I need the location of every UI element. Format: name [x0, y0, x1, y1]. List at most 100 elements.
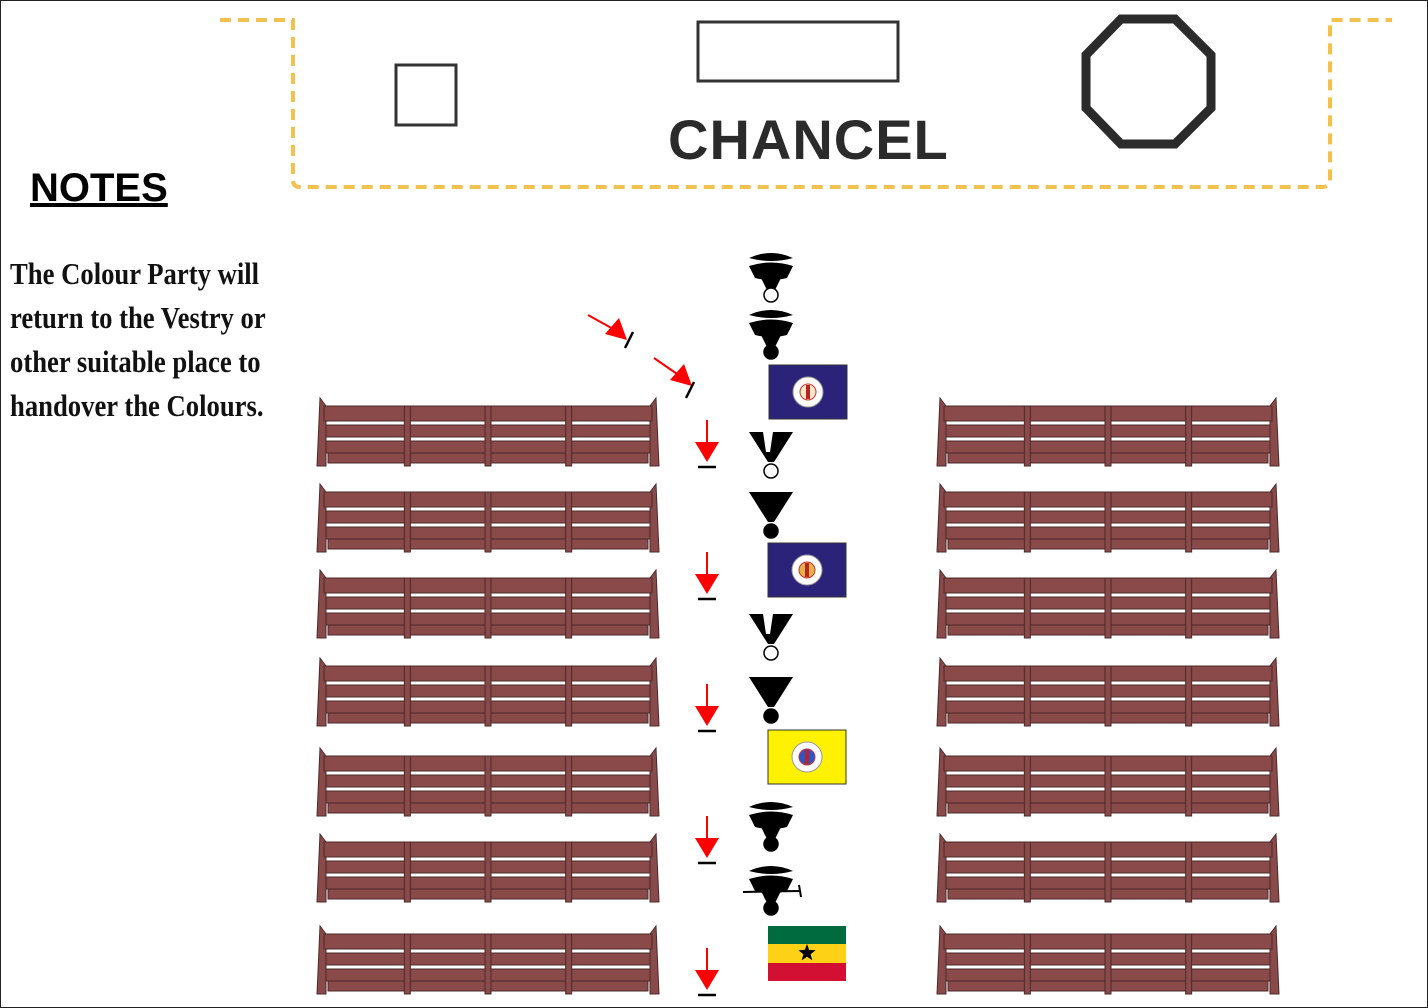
- pew-leg: [565, 841, 573, 903]
- pew-leg: [1104, 491, 1112, 553]
- pew: [316, 924, 660, 995]
- officer-icon: [749, 253, 793, 303]
- body: [749, 432, 793, 462]
- pew-leg: [1185, 405, 1193, 467]
- flag-icon: [767, 729, 847, 785]
- body: [749, 614, 793, 644]
- pew-leg: [403, 405, 411, 467]
- notes-line: The Colour Party will: [10, 256, 260, 291]
- colour-party: [742, 253, 802, 916]
- pew-leg: [1023, 841, 1031, 903]
- pew-leg: [565, 933, 573, 995]
- pew-leg: [565, 577, 573, 639]
- escort-icon: [749, 432, 793, 479]
- pew-leg: [484, 755, 492, 817]
- officer-bearer-icon: [742, 866, 802, 916]
- escort-bearer-icon: [749, 492, 793, 539]
- pew-leg: [403, 933, 411, 995]
- pew-leg: [1023, 665, 1031, 727]
- chancel-boundary: [220, 18, 1392, 189]
- pew-leg: [1104, 577, 1112, 639]
- head: [763, 645, 779, 661]
- officer-bearer-icon: [749, 310, 793, 360]
- arrow-head: [695, 970, 719, 990]
- chancel-label: CHANCEL: [668, 108, 949, 171]
- waist: [761, 335, 781, 347]
- pew-leg: [565, 755, 573, 817]
- small-table-icon: [394, 63, 458, 127]
- pew-leg: [1023, 577, 1031, 639]
- pew: [936, 482, 1280, 553]
- pew: [316, 396, 660, 467]
- body: [749, 319, 793, 337]
- pew-leg: [484, 933, 492, 995]
- crest-cross: [805, 563, 809, 577]
- down-arrow-icon: [695, 816, 719, 865]
- shoulder: [749, 253, 793, 261]
- pew-leg: [484, 841, 492, 903]
- pew-leg: [1104, 665, 1112, 727]
- sword: [742, 890, 800, 893]
- waist: [761, 278, 781, 290]
- font-octagon-icon: [1081, 14, 1216, 149]
- colours: [767, 364, 848, 981]
- pew-leg: [1104, 405, 1112, 467]
- pew-leg: [1185, 577, 1193, 639]
- notes-line: handover the Colours.: [10, 388, 264, 423]
- notes-text: The Colour Party will return to the Vest…: [10, 252, 268, 428]
- pew-leg: [1185, 491, 1193, 553]
- arrow-head: [670, 364, 692, 386]
- notes-line: return to the Vestry or: [10, 300, 266, 335]
- pew-leg: [403, 755, 411, 817]
- arrow-head: [695, 574, 719, 594]
- notes-line: other suitable place to: [10, 344, 261, 379]
- arrow-head: [695, 838, 719, 858]
- head: [763, 463, 779, 479]
- notes-heading: NOTES: [30, 166, 168, 210]
- pew-leg: [484, 577, 492, 639]
- diagonal-arrow-icon: [587, 314, 635, 349]
- position-mark: [684, 381, 696, 399]
- flag-star: [798, 944, 816, 961]
- pew: [936, 656, 1280, 727]
- pew-leg: [1185, 755, 1193, 817]
- pew-leg: [1185, 933, 1193, 995]
- pew-leg: [565, 405, 573, 467]
- shoulder: [749, 310, 793, 318]
- head: [763, 900, 779, 916]
- pew-leg: [1023, 933, 1031, 995]
- pew-leg: [403, 577, 411, 639]
- head: [763, 523, 779, 539]
- pew-leg: [1185, 665, 1193, 727]
- pew-leg: [1023, 405, 1031, 467]
- ghana-flag-icon: [768, 926, 846, 981]
- shoulder: [749, 866, 793, 874]
- body: [749, 262, 793, 280]
- body: [749, 677, 793, 707]
- arrow-head: [605, 318, 627, 340]
- down-arrow-icon: [695, 552, 719, 601]
- body: [749, 875, 793, 893]
- pew: [316, 568, 660, 639]
- head: [763, 836, 779, 852]
- movement-arrows: [587, 314, 719, 997]
- pew-leg: [1104, 841, 1112, 903]
- down-arrow-icon: [695, 684, 719, 733]
- arm-gap: [763, 614, 773, 634]
- pews: [316, 396, 1280, 995]
- pew: [316, 482, 660, 553]
- arrow-head: [695, 442, 719, 462]
- pew: [316, 656, 660, 727]
- arrow-shaft: [653, 357, 681, 377]
- flag-icon: [768, 364, 848, 420]
- pew-leg: [403, 491, 411, 553]
- pew-leg: [403, 665, 411, 727]
- pew-leg: [1185, 841, 1193, 903]
- pew-leg: [484, 491, 492, 553]
- arrow-shaft: [587, 314, 616, 331]
- body: [749, 492, 793, 522]
- flag-icon: [767, 542, 847, 598]
- pew: [936, 746, 1280, 817]
- shoulder: [749, 802, 793, 810]
